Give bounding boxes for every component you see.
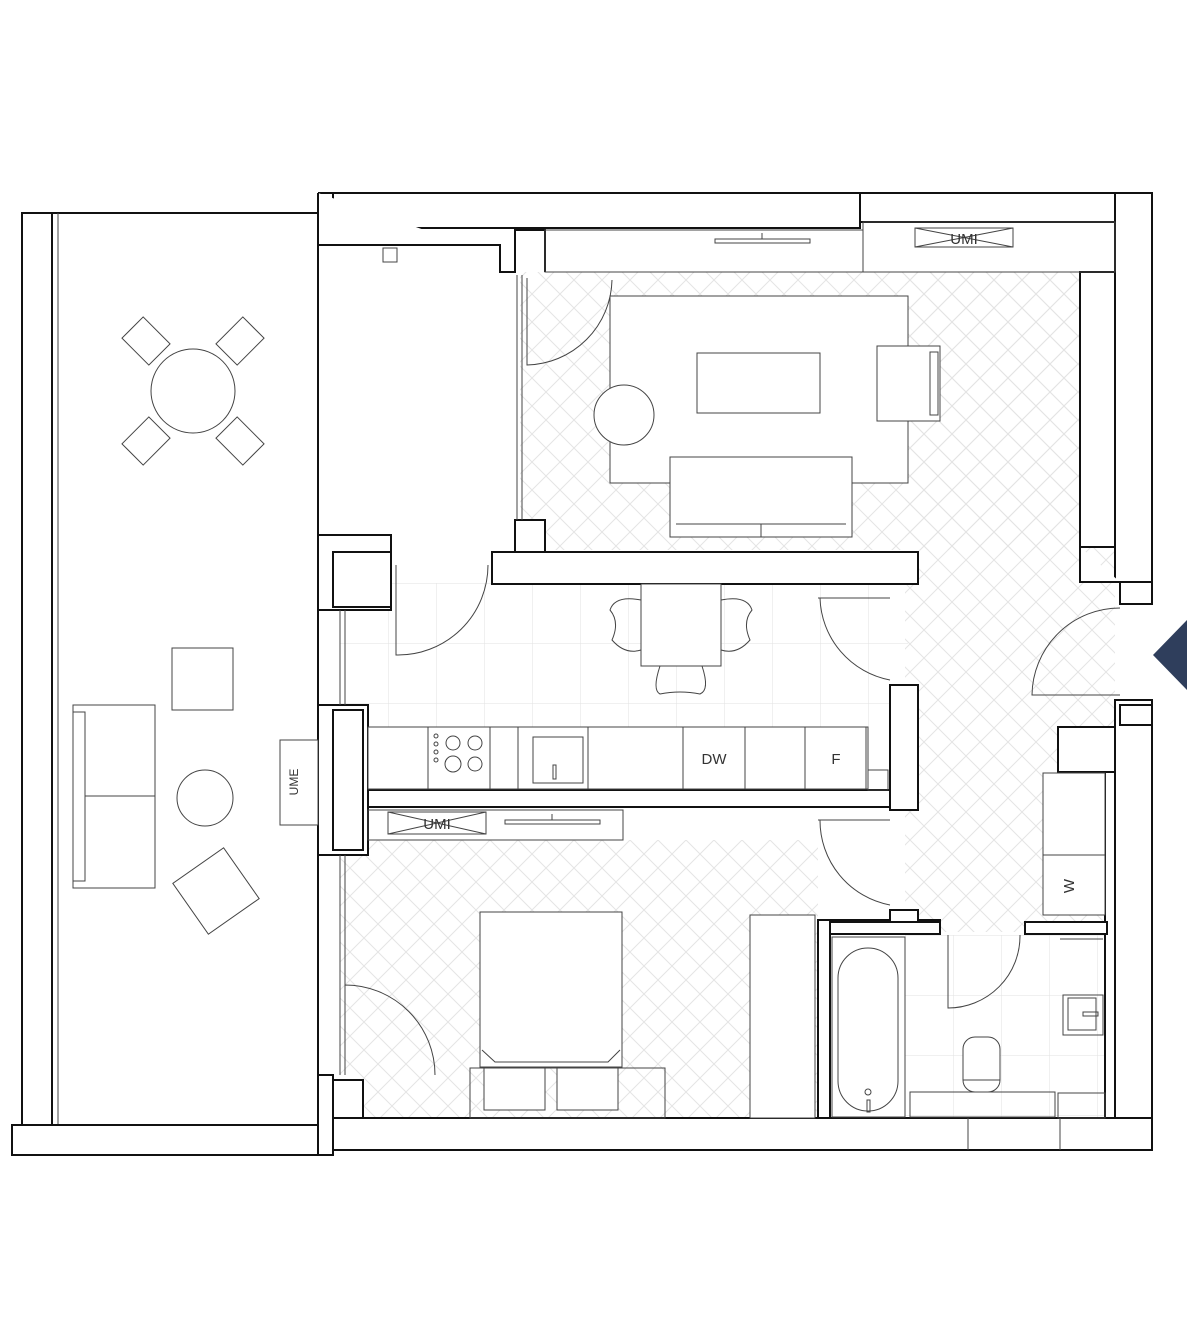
chair: [609, 598, 642, 652]
chair: [121, 416, 171, 466]
tv-icon: [714, 233, 811, 244]
dishwasher-label: DW: [702, 751, 728, 768]
doors: [344, 278, 1121, 1076]
fridge-label: F: [831, 751, 840, 768]
chair: [121, 316, 171, 366]
entry-arrow-icon: [1153, 620, 1187, 690]
living-room: UMI: [544, 221, 1116, 538]
balcony-furniture: UME: [72, 316, 319, 935]
ume-label: UME: [287, 769, 301, 796]
lounge-chair: [172, 847, 260, 935]
bathroom: [831, 936, 1106, 1119]
bathtub: [837, 947, 899, 1112]
dining-table: [640, 583, 722, 667]
hob-icon: [433, 733, 483, 773]
armchair: [876, 345, 941, 422]
umi-label: UMI: [950, 231, 978, 248]
side-table: [593, 384, 655, 446]
kitchen: DW F: [367, 583, 889, 791]
tv-icon: [504, 814, 601, 825]
umi-label: UMI: [423, 816, 451, 833]
utility-cupboard: W: [1042, 772, 1106, 916]
washer-label: W: [1061, 878, 1078, 893]
umi-unit: UMI: [387, 811, 487, 835]
kitchen-floor: [340, 583, 908, 727]
ottoman: [171, 647, 234, 711]
round-table: [150, 348, 236, 434]
bed: [469, 911, 666, 1119]
basin: [1062, 994, 1104, 1036]
chair: [215, 316, 265, 366]
bathroom-floor: [905, 935, 1105, 1118]
umi-unit: UMI: [914, 227, 1014, 248]
walls: [317, 192, 1153, 1156]
toilet: [962, 1036, 1001, 1093]
side-table: [176, 769, 234, 827]
wardrobe: [749, 914, 816, 1119]
chair: [655, 665, 706, 695]
sofa: [669, 456, 853, 538]
outdoor-sofa: [72, 704, 156, 889]
sink-icon: [532, 736, 584, 784]
chair: [720, 598, 753, 652]
kitchen-counter: [367, 726, 869, 790]
chair: [215, 416, 265, 466]
coffee-table: [696, 352, 821, 414]
bedroom: UMI: [367, 809, 816, 1119]
ume-unit: UME: [279, 739, 319, 826]
